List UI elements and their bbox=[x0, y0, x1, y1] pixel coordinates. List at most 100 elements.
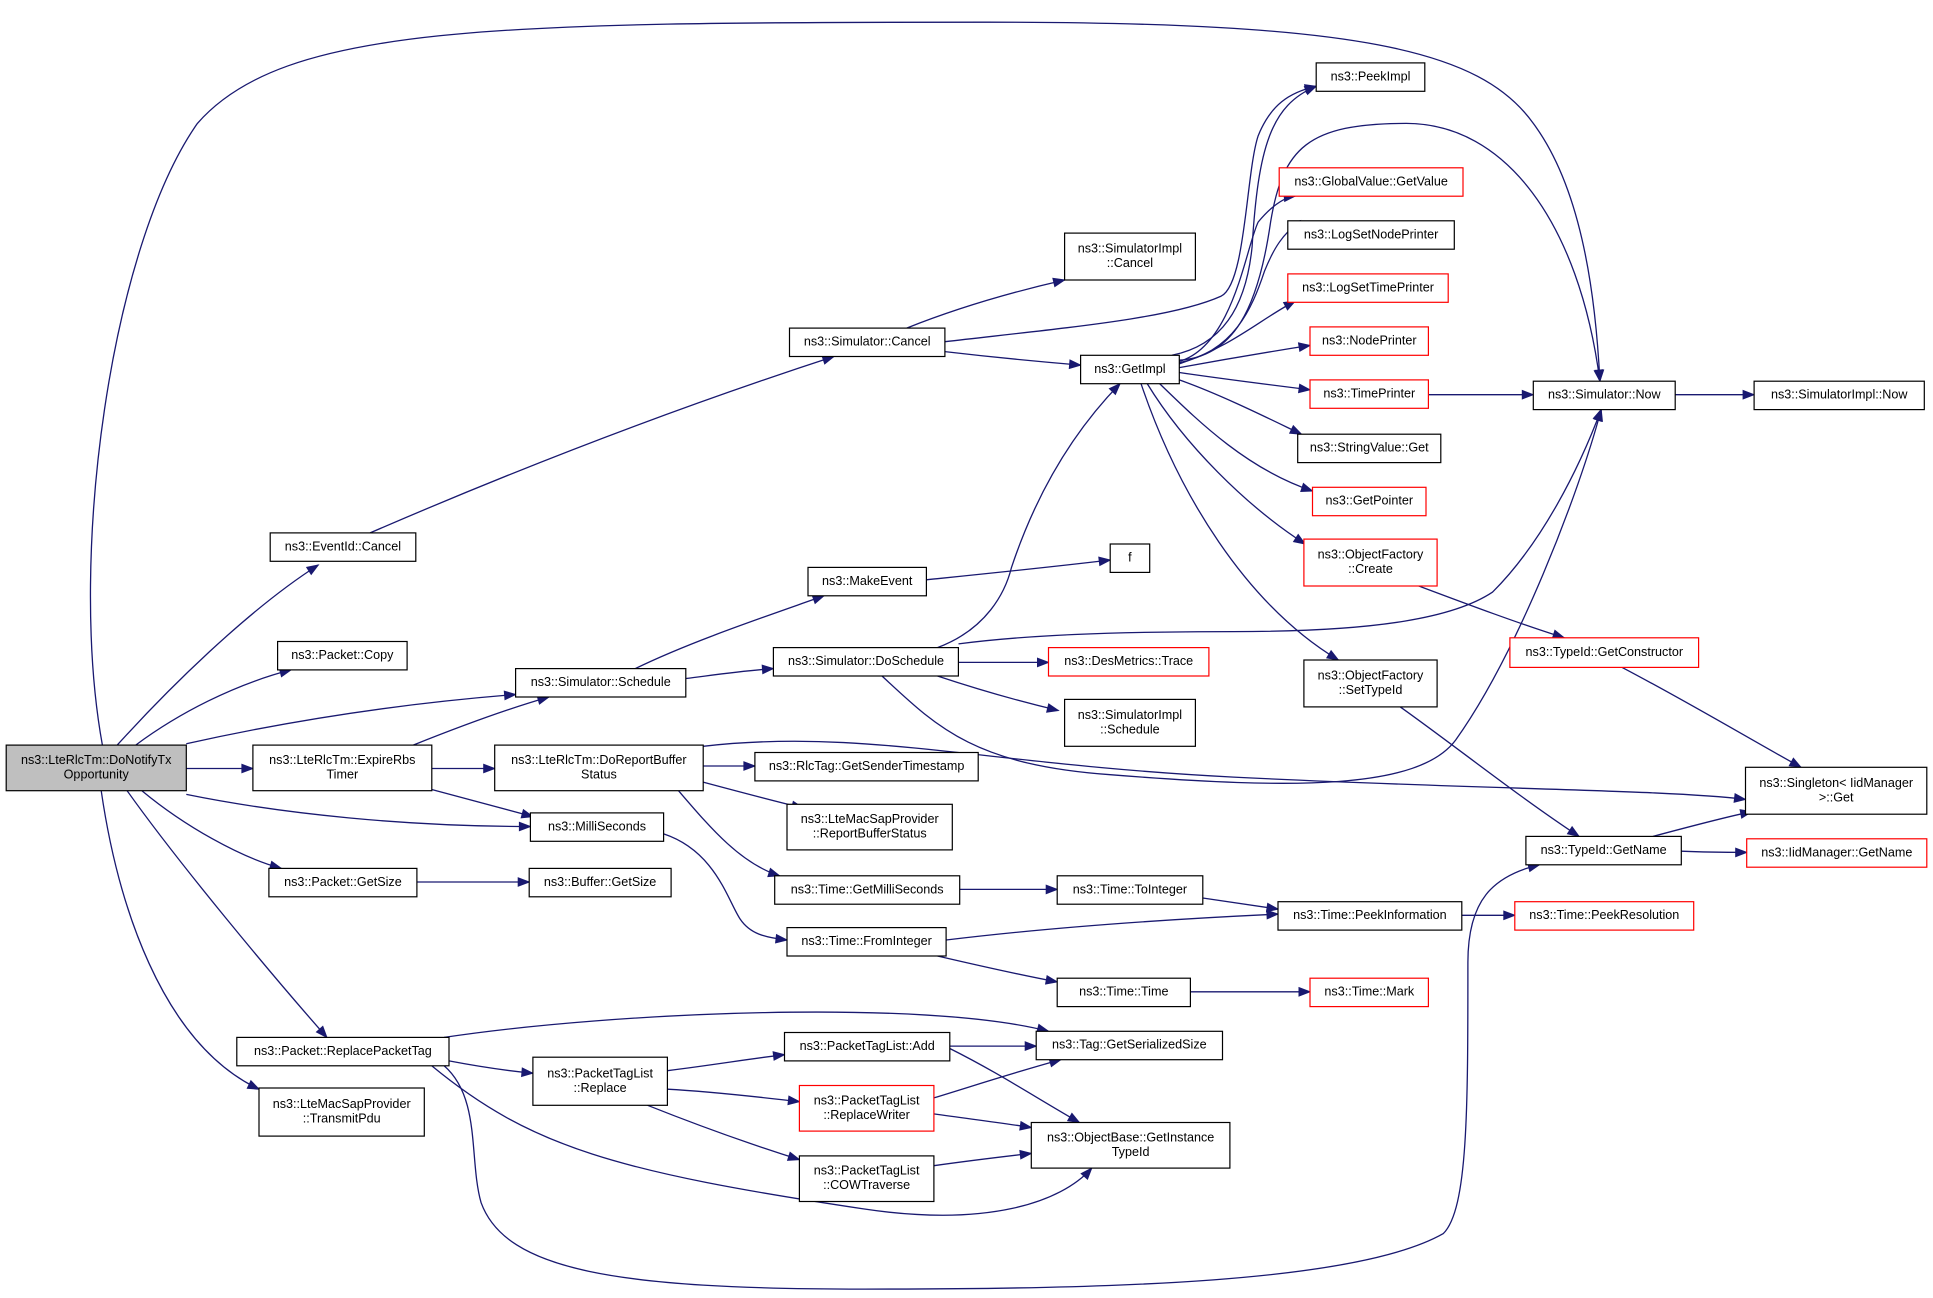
node-ptl-replace[interactable]: ns3::PacketTagList::Replace bbox=[532, 1056, 669, 1106]
node-getimpl[interactable]: ns3::GetImpl bbox=[1079, 354, 1180, 385]
arrowhead bbox=[1265, 902, 1280, 913]
node-label: ns3::SimulatorImpl bbox=[1078, 242, 1182, 256]
arrowhead bbox=[1266, 909, 1280, 920]
node-peekinfo[interactable]: ns3::Time::PeekInformation bbox=[1277, 901, 1463, 931]
edge-root-to-transmit_pdu bbox=[100, 790, 261, 1090]
node-of-create[interactable]: ns3::ObjectFactory::Create bbox=[1303, 538, 1438, 587]
node-lognode[interactable]: ns3::LogSetNodePrinter bbox=[1287, 220, 1455, 250]
node-label: ns3::MilliSeconds bbox=[548, 819, 646, 833]
node-logtime[interactable]: ns3::LogSetTimePrinter bbox=[1287, 273, 1449, 303]
arrowhead bbox=[1593, 408, 1603, 422]
node-label: ns3::Tag::GetSerializedSize bbox=[1052, 1038, 1207, 1052]
node-of-settypeid[interactable]: ns3::ObjectFactory::SetTypeId bbox=[1303, 659, 1438, 708]
node-typeid-getcons[interactable]: ns3::TypeId::GetConstructor bbox=[1509, 637, 1700, 668]
node-label: ns3::Simulator::Schedule bbox=[531, 675, 671, 689]
node-f[interactable]: f bbox=[1109, 543, 1151, 573]
node-getpointer[interactable]: ns3::GetPointer bbox=[1311, 486, 1427, 517]
edge-time_getms-to-time_tointeger bbox=[959, 884, 1059, 895]
edge-root-to-packet_copy bbox=[135, 667, 293, 746]
node-typeid-getname[interactable]: ns3::TypeId::GetName bbox=[1525, 835, 1682, 866]
node-singleton[interactable]: ns3::Singleton< IidManager>::Get bbox=[1744, 766, 1928, 815]
node-label: ::Create bbox=[1348, 562, 1393, 576]
edge-of_create-to-typeid_getcons bbox=[1418, 585, 1566, 639]
node-box bbox=[1056, 977, 1191, 1008]
node-time-tointeger[interactable]: ns3::Time::ToInteger bbox=[1056, 875, 1204, 905]
edge-replace_packet_tag-to-tag_size bbox=[444, 1011, 1050, 1039]
node-box bbox=[1109, 543, 1151, 573]
node-ptl-replacewriter[interactable]: ns3::PacketTagList::ReplaceWriter bbox=[798, 1084, 935, 1132]
node-eventid-cancel[interactable]: ns3::EventId::Cancel bbox=[269, 532, 417, 562]
arrowhead bbox=[521, 1067, 535, 1078]
node-make-event[interactable]: ns3::MakeEvent bbox=[807, 566, 928, 597]
node-box bbox=[1047, 646, 1210, 677]
node-millis[interactable]: ns3::MilliSeconds bbox=[529, 812, 665, 842]
node-time-mark[interactable]: ns3::Time::Mark bbox=[1309, 977, 1430, 1008]
edge-line bbox=[141, 790, 282, 870]
node-box bbox=[269, 532, 417, 562]
node-label: ns3::Time::ToInteger bbox=[1073, 882, 1187, 896]
node-transmit-pdu[interactable]: ns3::LteMacSapProvider::TransmitPdu bbox=[258, 1087, 425, 1137]
node-peekimpl[interactable]: ns3::PeekImpl bbox=[1315, 62, 1426, 92]
arrowhead bbox=[503, 690, 517, 701]
arrowhead bbox=[517, 877, 531, 887]
node-label: ns3::Packet::Copy bbox=[291, 648, 394, 662]
arrowhead bbox=[315, 1025, 328, 1039]
node-packet-copy[interactable]: ns3::Packet::Copy bbox=[277, 640, 408, 671]
node-box bbox=[1063, 698, 1196, 747]
node-label: Opportunity bbox=[64, 767, 130, 781]
edge-getimpl-to-getpointer bbox=[1159, 383, 1314, 493]
node-peekres[interactable]: ns3::Time::PeekResolution bbox=[1514, 901, 1695, 931]
node-ptl-add[interactable]: ns3::PacketTagList::Add bbox=[783, 1031, 951, 1062]
arrowhead bbox=[241, 763, 255, 774]
node-simimpl-now[interactable]: ns3::SimulatorImpl::Now bbox=[1753, 380, 1925, 411]
node-label: ns3::Time::FromInteger bbox=[801, 934, 931, 948]
node-buffer-getsize[interactable]: ns3::Buffer::GetSize bbox=[528, 867, 672, 898]
node-iid-getname[interactable]: ns3::IidManager::GetName bbox=[1746, 838, 1928, 868]
edges bbox=[89, 21, 1803, 1290]
edge-time_fromint-to-peekinfo bbox=[946, 909, 1280, 941]
node-replace-packet-tag[interactable]: ns3::Packet::ReplacePacketTag bbox=[236, 1036, 450, 1067]
node-stringvalue[interactable]: ns3::StringValue::Get bbox=[1297, 433, 1442, 464]
node-packet-getsize[interactable]: ns3::Packet::GetSize bbox=[268, 867, 418, 898]
node-tag-size[interactable]: ns3::Tag::GetSerializedSize bbox=[1035, 1030, 1224, 1061]
edge-line bbox=[703, 740, 1746, 801]
node-label: ns3::LogSetNodePrinter bbox=[1304, 227, 1438, 241]
node-simimpl-cancel[interactable]: ns3::SimulatorImpl::Cancel bbox=[1063, 232, 1196, 281]
node-box bbox=[1063, 232, 1196, 281]
node-sim-schedule[interactable]: ns3::Simulator::Schedule bbox=[514, 667, 687, 698]
node-time-time[interactable]: ns3::Time::Time bbox=[1056, 977, 1191, 1008]
node-timeprinter[interactable]: ns3::TimePrinter bbox=[1309, 379, 1430, 409]
node-box bbox=[1309, 977, 1430, 1008]
arrowhead bbox=[761, 664, 775, 675]
node-report-buffer[interactable]: ns3::LteMacSapProvider::ReportBufferStat… bbox=[786, 803, 953, 851]
node-simimpl-schedule[interactable]: ns3::SimulatorImpl::Schedule bbox=[1063, 698, 1196, 747]
node-label: Status bbox=[581, 767, 617, 781]
node-time-getms[interactable]: ns3::Time::GetMilliSeconds bbox=[774, 875, 961, 905]
edge-of_settypeid-to-typeid_getname bbox=[1399, 706, 1581, 838]
node-sim-cancel[interactable]: ns3::Simulator::Cancel bbox=[788, 327, 946, 358]
node-gv-getvalue[interactable]: ns3::GlobalValue::GetValue bbox=[1278, 167, 1464, 197]
node-ptl-cow[interactable]: ns3::PacketTagList::COWTraverse bbox=[798, 1155, 935, 1203]
node-label: ns3::SimulatorImpl::Now bbox=[1771, 388, 1908, 402]
arrowhead bbox=[1019, 1120, 1033, 1131]
arrowhead bbox=[1046, 703, 1060, 713]
node-time-fromint[interactable]: ns3::Time::FromInteger bbox=[786, 926, 947, 957]
edge-getimpl-to-lognode bbox=[1179, 219, 1302, 364]
arrowhead bbox=[305, 564, 320, 576]
edge-ptl_replace-to-ptl_cow bbox=[647, 1104, 801, 1161]
node-desmetrics[interactable]: ns3::DesMetrics::Trace bbox=[1047, 646, 1210, 677]
node-sim-doschedule[interactable]: ns3::Simulator::DoSchedule bbox=[772, 646, 960, 677]
node-label: ns3::StringValue::Get bbox=[1310, 441, 1429, 455]
node-rlctag[interactable]: ns3::RlcTag::GetSenderTimestamp bbox=[754, 751, 979, 782]
node-nodeprinter[interactable]: ns3::NodePrinter bbox=[1309, 326, 1430, 356]
edge-sim_now-to-simimpl_now bbox=[1675, 389, 1756, 400]
node-box bbox=[786, 926, 947, 957]
node-box bbox=[774, 875, 961, 905]
node-box bbox=[1030, 1121, 1231, 1169]
node-sim-now[interactable]: ns3::Simulator::Now bbox=[1532, 380, 1676, 411]
node-box bbox=[5, 744, 187, 792]
